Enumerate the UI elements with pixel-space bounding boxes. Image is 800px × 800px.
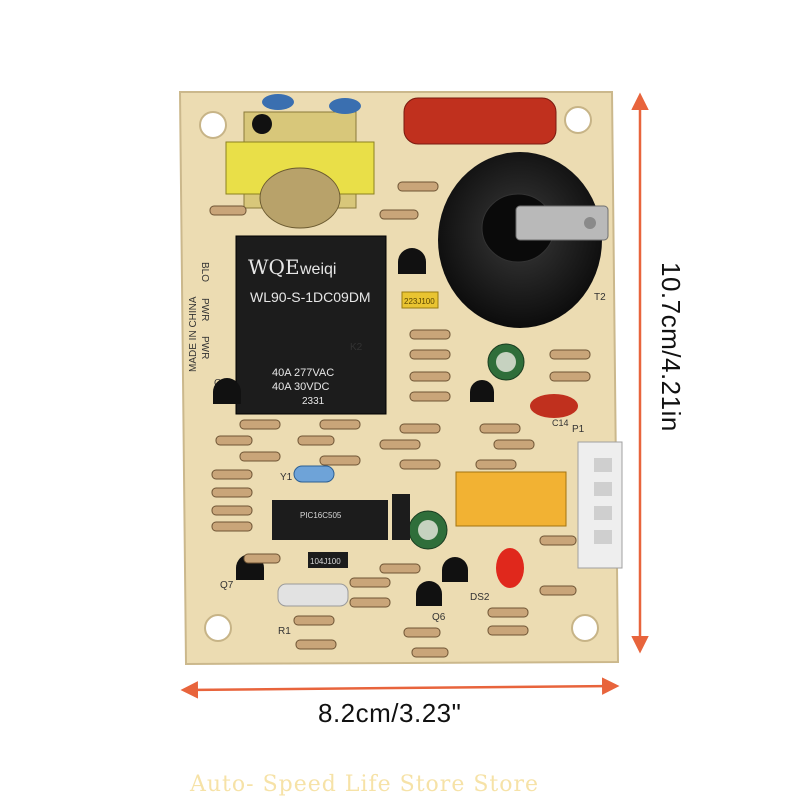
small-relay [455, 471, 567, 527]
watermark: Auto- Speed Life Store Store [190, 772, 540, 797]
resistor-block [392, 494, 410, 540]
silk-k2: K2 [350, 342, 363, 353]
res-label: 104J100 [310, 557, 341, 566]
cap-label: 223J100 [404, 297, 435, 306]
silk-made-in: MADE IN CHINA [188, 296, 199, 372]
mounting-hole [204, 614, 232, 642]
silk-y1: Y1 [280, 472, 293, 483]
mounting-hole [571, 614, 599, 642]
transistor [416, 581, 442, 606]
relay-code: 2331 [302, 396, 325, 407]
resistor-block [308, 552, 348, 568]
ic-chip: PIC16C505 [272, 500, 388, 540]
ic-label: PIC16C505 [300, 511, 342, 520]
silk-blo: BLO [199, 262, 210, 282]
silk-r1: R1 [278, 626, 291, 637]
small-components [209, 181, 591, 658]
silk-q6: Q6 [432, 612, 446, 623]
mounting-hole [199, 111, 227, 139]
width-dimension-label: 8.2cm/3.23" [318, 698, 462, 728]
relay: WQE weiqi WL90-S-1DC09DM 40A 277VAC 40A … [235, 235, 387, 415]
ignition-coil [438, 152, 609, 328]
power-resistor [277, 583, 349, 607]
width-arrow [180, 677, 620, 699]
relay-brand: WQE [248, 255, 300, 279]
height-dimension-label: 10.7cm/4.21in [656, 262, 686, 432]
ceramic-capacitor [329, 98, 361, 114]
relay-model: WL90-S-1DC09DM [250, 289, 371, 305]
red-led [496, 548, 524, 588]
transistor [442, 557, 468, 582]
crystal [293, 465, 335, 483]
relay-rating1: 40A 277VAC [272, 367, 334, 379]
silk-c14: C14 [552, 418, 569, 428]
transistor [213, 378, 241, 404]
yellow-capacitor [401, 291, 439, 309]
silk-q7: Q7 [220, 580, 234, 591]
silk-pwr2: PWR [199, 336, 210, 359]
red-capacitor [530, 394, 578, 418]
relay-rating2: 40A 30VDC [272, 381, 330, 393]
transformer [225, 111, 375, 229]
transistor [398, 248, 426, 274]
film-capacitor [403, 97, 557, 145]
mounting-hole [564, 106, 592, 134]
silk-pwr1: PWR [199, 298, 210, 321]
silk-p1: P1 [572, 424, 585, 435]
silk-t2: T2 [594, 292, 606, 303]
ceramic-capacitor [262, 94, 294, 110]
silk-ds2: DS2 [470, 592, 490, 603]
relay-brand2: weiqi [299, 261, 336, 278]
transistor [470, 380, 494, 402]
